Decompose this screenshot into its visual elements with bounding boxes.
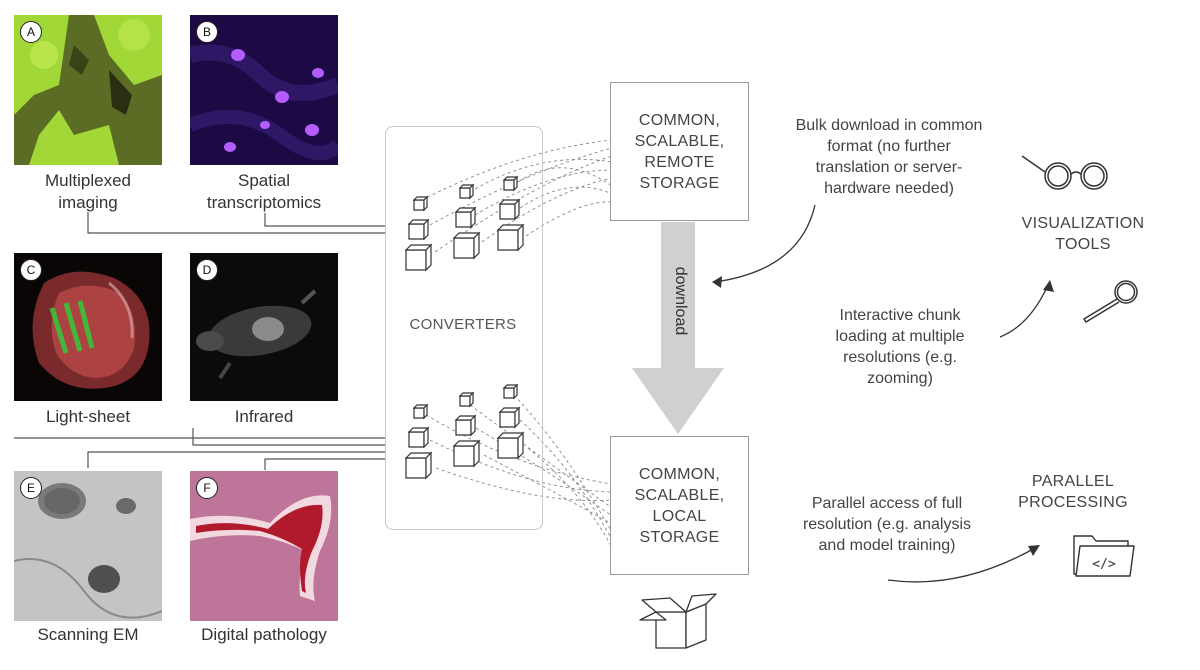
caption-line: Light-sheet <box>45 407 131 426</box>
panel-digital-pathology: F <box>190 471 338 621</box>
magnifier-icon <box>1082 280 1138 324</box>
converters-frame <box>385 126 543 530</box>
panel-badge: D <box>196 259 218 281</box>
panel-badge: E <box>20 477 42 499</box>
note-parallel-access: Parallel access of full resolution (e.g.… <box>782 493 992 556</box>
panel-scanning-em: E <box>14 471 162 621</box>
heading-line: PROCESSING <box>1018 494 1128 511</box>
open-box-icon <box>639 593 717 649</box>
storage-label-line: COMMON, <box>638 465 721 483</box>
note-line: and model training) <box>818 537 956 554</box>
panel-caption: Multiplexed imaging <box>14 170 162 214</box>
note-line: Bulk download in common <box>795 117 983 134</box>
storage-label-line: SCALABLE, <box>634 486 725 504</box>
chunk-pyramid-icon <box>404 383 525 480</box>
heading-line: TOOLS <box>1055 236 1111 253</box>
converters-label: CONVERTERS <box>409 316 517 333</box>
panel-badge: F <box>196 477 218 499</box>
note-bulk-download: Bulk download in common format (no furth… <box>780 115 998 199</box>
panel-caption: Digital pathology <box>190 624 338 646</box>
light-sheet-image <box>14 253 162 401</box>
heading-line: VISUALIZATION <box>1021 215 1145 232</box>
panel-infrared: D <box>190 253 338 401</box>
download-label: download <box>672 266 689 336</box>
scanning-em-image <box>14 471 162 621</box>
glasses-icon <box>1021 155 1108 190</box>
storage-label-line: SCALABLE, <box>634 132 725 150</box>
panel-spatial-transcriptomics: B <box>190 15 338 165</box>
panel-badge: C <box>20 259 42 281</box>
note-line: Interactive chunk <box>839 307 961 324</box>
caption-line: transcriptomics <box>206 193 322 212</box>
multiplexed-imaging-image <box>14 15 162 165</box>
note-line: zooming) <box>867 370 933 387</box>
note-line: Parallel access of full <box>811 495 963 512</box>
storage-label-line: REMOTE <box>644 153 715 171</box>
caption-line: Digital pathology <box>201 625 327 644</box>
panel-badge: A <box>20 21 42 43</box>
note-line: format (no further <box>827 138 951 155</box>
note-line: resolutions (e.g. <box>843 349 957 366</box>
panel-multiplexed-imaging: A <box>14 15 162 165</box>
spatial-transcriptomics-image <box>190 15 338 165</box>
note-line: hardware needed) <box>824 180 954 197</box>
code-folder-icon: </> <box>1073 535 1135 577</box>
panel-caption: Infrared <box>190 406 338 428</box>
note-line: loading at multiple <box>835 328 965 345</box>
storage-label-line: STORAGE <box>639 174 720 192</box>
panel-caption: Spatial transcriptomics <box>190 170 338 214</box>
caption-line: Infrared <box>234 407 294 426</box>
parallel-processing-heading: PARALLEL PROCESSING <box>1008 471 1138 513</box>
storage-label-line: STORAGE <box>639 528 720 546</box>
note-line: resolution (e.g. analysis <box>802 516 972 533</box>
heading-line: PARALLEL <box>1031 473 1115 490</box>
panel-badge: B <box>196 21 218 43</box>
storage-label-line: COMMON, <box>638 111 721 129</box>
storage-label-line: LOCAL <box>652 507 707 525</box>
caption-line: imaging <box>58 193 118 212</box>
panel-caption: Scanning EM <box>14 624 162 646</box>
digital-pathology-image <box>190 471 338 621</box>
note-line: translation or server- <box>815 159 963 176</box>
visualization-tools-heading: VISUALIZATION TOOLS <box>1008 213 1158 255</box>
panel-light-sheet: C <box>14 253 162 401</box>
panel-caption: Light-sheet <box>14 406 162 428</box>
caption-line: Spatial <box>238 171 290 190</box>
caption-line: Scanning EM <box>37 625 139 644</box>
svg-text:</>: </> <box>1092 557 1116 572</box>
caption-line: Multiplexed <box>45 171 131 190</box>
local-storage-box: COMMON, SCALABLE, LOCAL STORAGE <box>610 436 749 575</box>
note-interactive-chunk: Interactive chunk loading at multiple re… <box>800 305 1000 389</box>
remote-storage-box: COMMON, SCALABLE, REMOTE STORAGE <box>610 82 749 221</box>
chunk-pyramid-icon <box>404 175 525 272</box>
download-arrow <box>632 222 724 434</box>
